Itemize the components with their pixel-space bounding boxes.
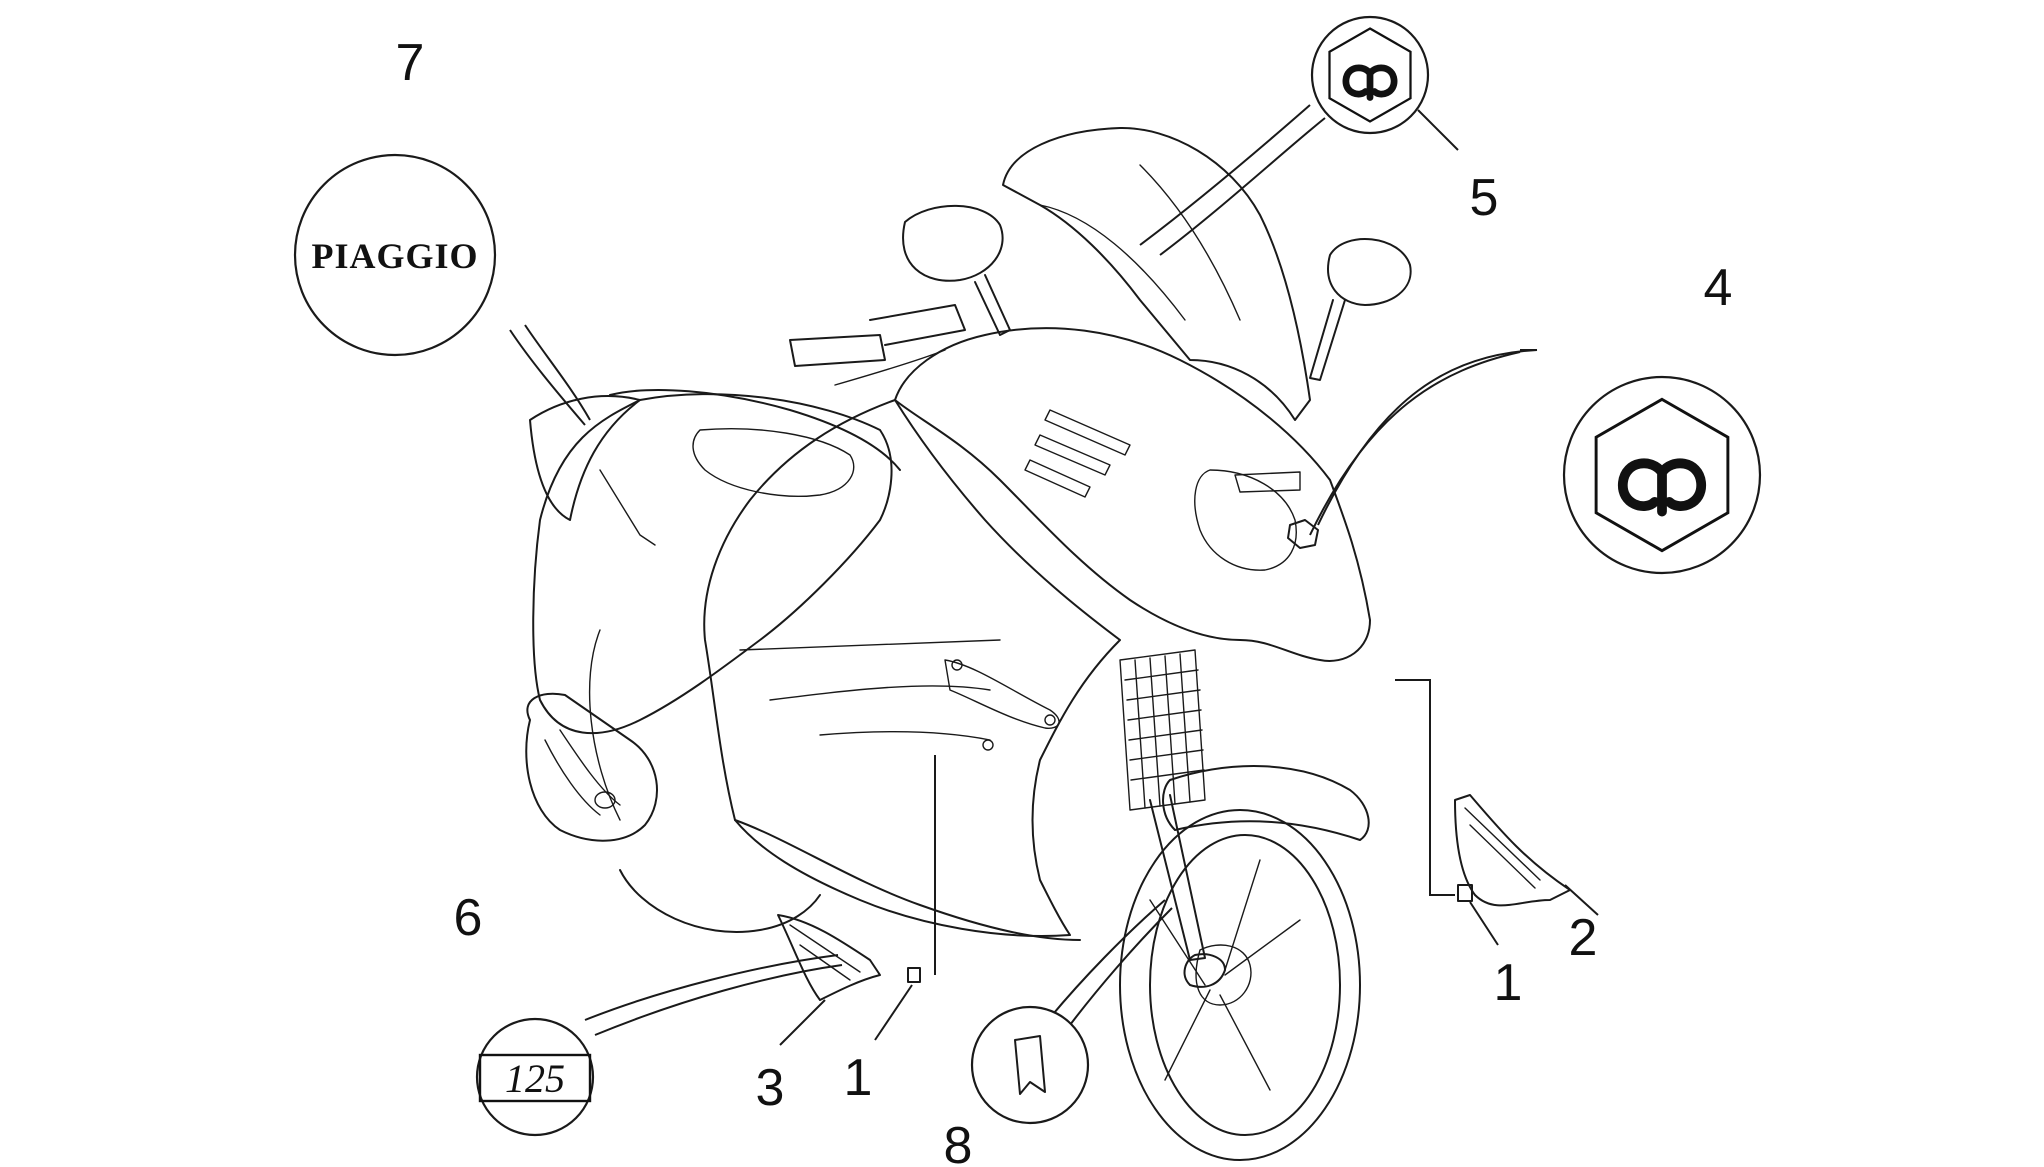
rear-body [532, 393, 893, 735]
callout-number-7: 7 [396, 34, 425, 92]
piaggio-hexagon-emblem-icon [1328, 27, 1412, 123]
reflector-strip-icon [1014, 1035, 1046, 1095]
front-fender [1162, 765, 1370, 841]
callout-circle-6 [475, 1017, 595, 1137]
displacement-badge-frame [478, 1053, 592, 1103]
scooter-line-art [525, 126, 1412, 1161]
displacement-badge-text: 125 [505, 1056, 565, 1101]
reflector-part-2 [1454, 794, 1571, 907]
callout-circle-8 [970, 1005, 1090, 1125]
callout-number-6: 6 [454, 889, 483, 947]
callout-number-4: 4 [1704, 259, 1733, 317]
clip-part-1b [1457, 884, 1473, 902]
piaggio-hexagon-emblem-icon [1594, 397, 1730, 553]
front-fairing [894, 327, 1371, 662]
callout-circle-7 [293, 153, 497, 357]
callout-number-2: 2 [1569, 909, 1598, 967]
brand-name-decal: PIAGGIO [311, 236, 478, 276]
exhaust [525, 692, 658, 842]
front-wheel [1119, 809, 1361, 1161]
callout-number-5: 5 [1470, 169, 1499, 227]
reflector-part-3 [777, 914, 881, 1001]
callout-number-1a: 1 [844, 1049, 873, 1107]
rear-wheel [619, 869, 821, 933]
clip-part-1a [907, 967, 921, 983]
right-mirror [1327, 238, 1412, 306]
left-mirror [902, 204, 1004, 282]
left-grip [789, 334, 886, 367]
emblem-location-4 [1287, 519, 1319, 549]
side-body [703, 399, 1121, 937]
leader-lines [509, 104, 1599, 1046]
radiator-grille [1119, 649, 1206, 811]
seat [609, 389, 901, 471]
front-fork [1149, 794, 1206, 961]
callout-number-3: 3 [756, 1059, 785, 1117]
callout-number-1b: 1 [1494, 954, 1523, 1012]
callout-number-8: 8 [944, 1117, 973, 1167]
windscreen [1002, 126, 1311, 421]
